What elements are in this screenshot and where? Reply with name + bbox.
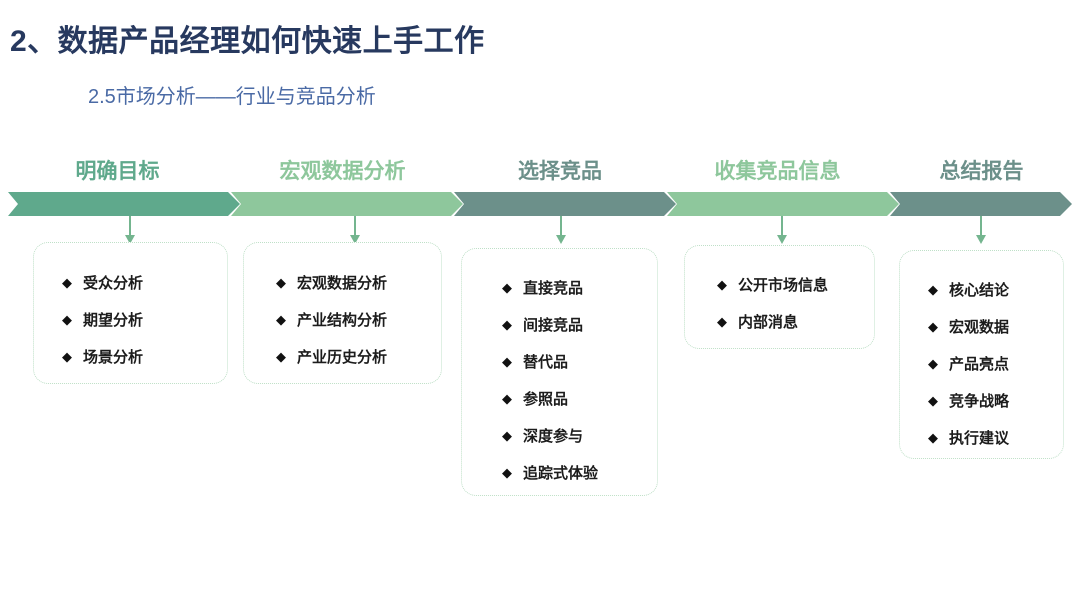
- diamond-bullet-icon: ◆: [62, 275, 72, 290]
- list-item: ◆ 核心结论: [928, 271, 1063, 308]
- arrow-down-icon: [125, 235, 135, 244]
- list-item-label: 核心结论: [949, 282, 1010, 299]
- list-item: ◆ 产业历史分析: [276, 338, 441, 375]
- connector-stem: [560, 216, 562, 236]
- diamond-bullet-icon: ◆: [928, 356, 938, 371]
- list-item: ◆ 替代品: [502, 343, 657, 380]
- arrow-down-icon: [976, 235, 986, 244]
- list-item: ◆ 追踪式体验: [502, 454, 657, 491]
- chevron-segment-3: [454, 192, 676, 216]
- list-item-label: 产业结构分析: [297, 312, 388, 329]
- list-item: ◆ 产品亮点: [928, 345, 1063, 382]
- chevron-segment-5: [890, 192, 1072, 216]
- list-item-label: 受众分析: [83, 275, 144, 292]
- list-item-label: 宏观数据分析: [297, 275, 388, 292]
- list-item: ◆ 宏观数据: [928, 308, 1063, 345]
- list-item: ◆ 深度参与: [502, 417, 657, 454]
- list-item-label: 产业历史分析: [297, 349, 388, 366]
- diamond-bullet-icon: ◆: [502, 354, 512, 369]
- list-item: ◆ 公开市场信息: [717, 266, 874, 303]
- list-item-label: 期望分析: [83, 312, 144, 329]
- diamond-bullet-icon: ◆: [502, 317, 512, 332]
- list-item-label: 直接竞品: [523, 280, 584, 297]
- stage-item-list-1: ◆ 受众分析 ◆ 期望分析 ◆ 场景分析: [62, 264, 227, 375]
- page-title: 2、数据产品经理如何快速上手工作: [10, 25, 485, 58]
- connector-arrow-4: [775, 216, 789, 246]
- list-item-label: 深度参与: [523, 428, 584, 445]
- stage-label-2: 宏观数据分析: [279, 160, 406, 183]
- stage-item-list-2: ◆ 宏观数据分析 ◆ 产业结构分析 ◆ 产业历史分析: [276, 264, 441, 375]
- connector-arrow-2: [348, 216, 362, 246]
- page-subtitle: 2.5市场分析——行业与竞品分析: [88, 86, 376, 108]
- diamond-bullet-icon: ◆: [928, 430, 938, 445]
- list-item-label: 公开市场信息: [738, 277, 829, 294]
- connector-stem: [980, 216, 982, 236]
- list-item-label: 执行建议: [949, 430, 1010, 447]
- stage-item-list-3: ◆ 直接竞品 ◆ 间接竞品 ◆ 替代品 ◆ 参照品 ◆ 深度参与 ◆ 追踪式体验: [502, 269, 657, 491]
- stage-item-list-5: ◆ 核心结论 ◆ 宏观数据 ◆ 产品亮点 ◆ 竞争战略 ◆ 执行建议: [928, 271, 1063, 456]
- connector-stem: [354, 216, 356, 236]
- diamond-bullet-icon: ◆: [717, 277, 727, 292]
- diamond-bullet-icon: ◆: [62, 349, 72, 364]
- diamond-bullet-icon: ◆: [928, 319, 938, 334]
- list-item: ◆ 间接竞品: [502, 306, 657, 343]
- diamond-bullet-icon: ◆: [502, 391, 512, 406]
- list-item: ◆ 竞争战略: [928, 382, 1063, 419]
- diamond-bullet-icon: ◆: [276, 275, 286, 290]
- diamond-bullet-icon: ◆: [62, 312, 72, 327]
- stage-card-2[interactable]: ◆ 宏观数据分析 ◆ 产业结构分析 ◆ 产业历史分析: [243, 242, 442, 384]
- list-item: ◆ 场景分析: [62, 338, 227, 375]
- list-item-label: 内部消息: [738, 314, 799, 331]
- list-item-label: 追踪式体验: [523, 465, 599, 482]
- list-item: ◆ 受众分析: [62, 264, 227, 301]
- stage-card-1[interactable]: ◆ 受众分析 ◆ 期望分析 ◆ 场景分析: [33, 242, 228, 384]
- connector-stem: [781, 216, 783, 236]
- diamond-bullet-icon: ◆: [502, 428, 512, 443]
- chevron-segment-4: [667, 192, 899, 216]
- diamond-bullet-icon: ◆: [502, 465, 512, 480]
- chevron-segment-1: [8, 192, 240, 216]
- list-item: ◆ 执行建议: [928, 419, 1063, 456]
- stage-label-1: 明确目标: [75, 160, 160, 183]
- list-item-label: 宏观数据: [949, 319, 1010, 336]
- connector-arrow-5: [974, 216, 988, 246]
- list-item: ◆ 直接竞品: [502, 269, 657, 306]
- diamond-bullet-icon: ◆: [928, 393, 938, 408]
- stage-card-5[interactable]: ◆ 核心结论 ◆ 宏观数据 ◆ 产品亮点 ◆ 竞争战略 ◆ 执行建议: [899, 250, 1064, 459]
- stage-item-list-4: ◆ 公开市场信息 ◆ 内部消息: [717, 266, 874, 340]
- list-item: ◆ 期望分析: [62, 301, 227, 338]
- list-item-label: 间接竞品: [523, 317, 584, 334]
- list-item-label: 竞争战略: [949, 393, 1010, 410]
- chevron-segment-2: [231, 192, 463, 216]
- connector-arrow-3: [554, 216, 568, 246]
- list-item-label: 产品亮点: [949, 356, 1010, 373]
- arrow-down-icon: [556, 235, 566, 244]
- list-item-label: 替代品: [523, 354, 569, 371]
- diamond-bullet-icon: ◆: [717, 314, 727, 329]
- diamond-bullet-icon: ◆: [502, 280, 512, 295]
- list-item: ◆ 内部消息: [717, 303, 874, 340]
- connector-stem: [129, 216, 131, 236]
- list-item: ◆ 参照品: [502, 380, 657, 417]
- arrow-down-icon: [777, 235, 787, 244]
- arrow-down-icon: [350, 235, 360, 244]
- stage-card-4[interactable]: ◆ 公开市场信息 ◆ 内部消息: [684, 245, 875, 349]
- list-item: ◆ 宏观数据分析: [276, 264, 441, 301]
- flow-chevron-strip: [0, 192, 1080, 216]
- list-item: ◆ 产业结构分析: [276, 301, 441, 338]
- stage-label-3: 选择竞品: [518, 160, 602, 183]
- list-item-label: 参照品: [523, 391, 569, 408]
- diamond-bullet-icon: ◆: [928, 282, 938, 297]
- diamond-bullet-icon: ◆: [276, 349, 286, 364]
- list-item-label: 场景分析: [83, 349, 144, 366]
- stage-label-4: 收集竞品信息: [714, 160, 841, 183]
- diamond-bullet-icon: ◆: [276, 312, 286, 327]
- stage-label-5: 总结报告: [939, 160, 1024, 183]
- connector-arrow-1: [123, 216, 137, 246]
- stage-card-3[interactable]: ◆ 直接竞品 ◆ 间接竞品 ◆ 替代品 ◆ 参照品 ◆ 深度参与 ◆ 追踪式体验: [461, 248, 658, 496]
